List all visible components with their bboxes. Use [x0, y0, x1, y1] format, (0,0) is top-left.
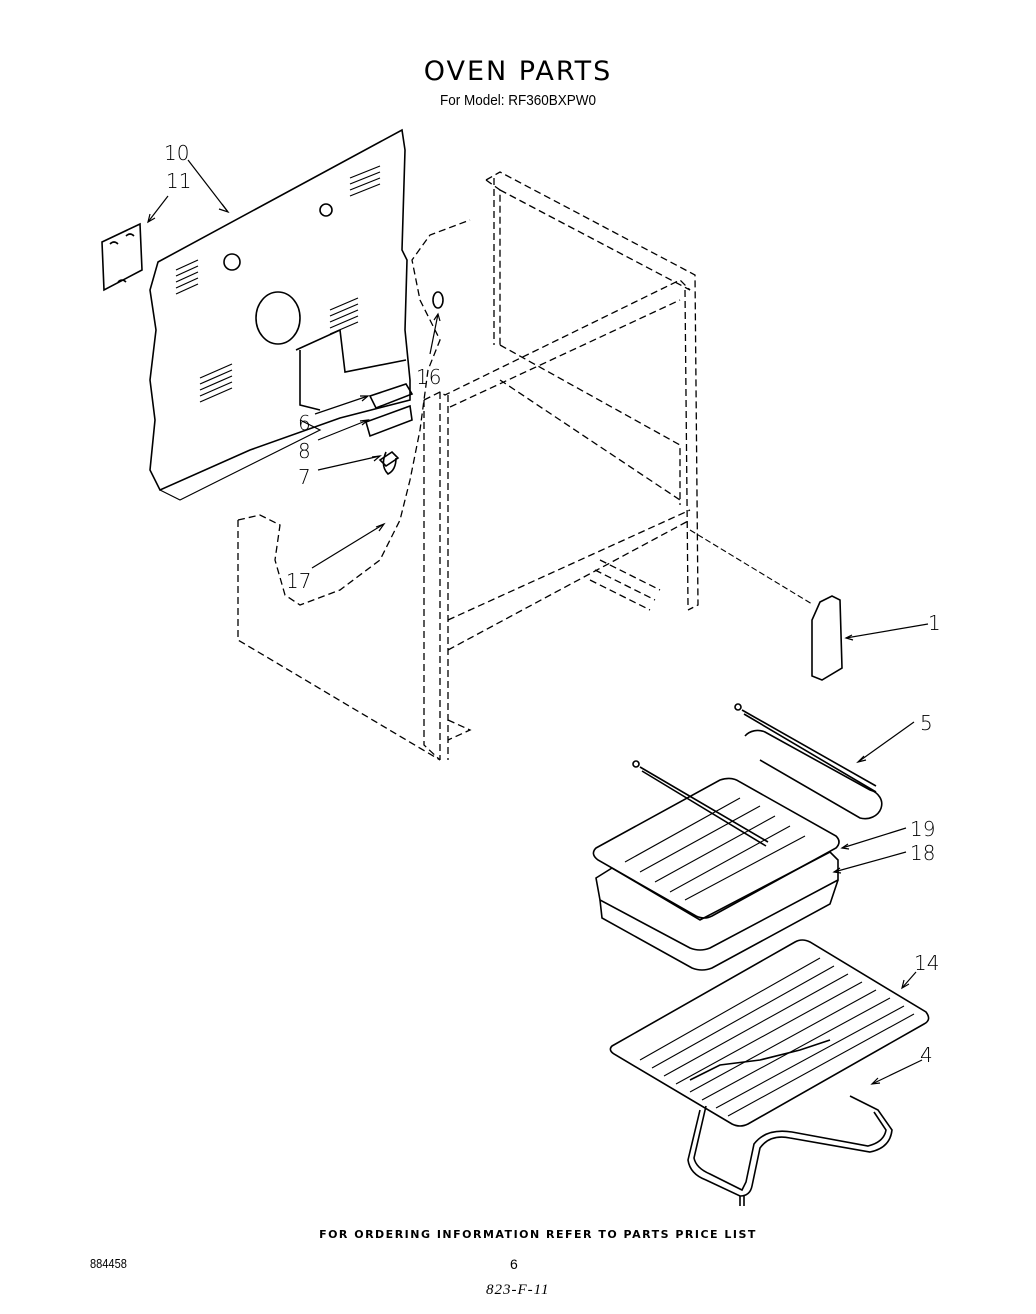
- handwritten-code: 823-F-11: [486, 1282, 550, 1298]
- callout-7: 7: [298, 465, 311, 489]
- document-number: 884458: [90, 1256, 127, 1271]
- callout-19: 19: [910, 817, 935, 841]
- callout-10: 10: [164, 141, 189, 165]
- part-10-back-panel: [149, 128, 411, 501]
- part-14-oven-rack: [609, 939, 930, 1127]
- part-6-bracket: [368, 383, 414, 410]
- callout-11: 11: [166, 169, 191, 193]
- part-16-grommet: [432, 291, 444, 309]
- callout-14: 14: [914, 951, 939, 975]
- callout-4: 4: [920, 1043, 933, 1067]
- callout-18: 18: [910, 841, 935, 865]
- callout-8: 8: [298, 439, 311, 463]
- part-4-bake-element: [687, 1039, 893, 1206]
- callout-5: 5: [920, 711, 933, 735]
- page-title: OVEN PARTS: [423, 56, 613, 87]
- callout-labels: 10 11 16 6 8 7 17 1 5 19 18 14 4: [164, 141, 941, 1067]
- part-1-sensor-cover: [689, 529, 843, 681]
- callout-6: 6: [298, 411, 311, 435]
- callout-leader-lines: [147, 159, 929, 1085]
- callout-16: 16: [416, 365, 441, 389]
- part-5-broil-element: [632, 703, 883, 847]
- part-8-terminal-block: [365, 404, 413, 438]
- part-11-cover-plate: [101, 222, 143, 292]
- page-number: 6: [510, 1256, 518, 1272]
- ordering-info-note: FOR ORDERING INFORMATION REFER TO PARTS …: [319, 1228, 757, 1241]
- part-18-broiler-pan: [595, 851, 839, 971]
- part-17-wire-hook: [382, 451, 397, 475]
- callout-1: 1: [928, 611, 941, 635]
- part-19-broiler-grid: [592, 777, 840, 919]
- callout-17: 17: [286, 569, 311, 593]
- oven-cabinet-frame: [237, 171, 699, 761]
- model-subtitle: For Model: RF360BXPW0: [439, 92, 597, 109]
